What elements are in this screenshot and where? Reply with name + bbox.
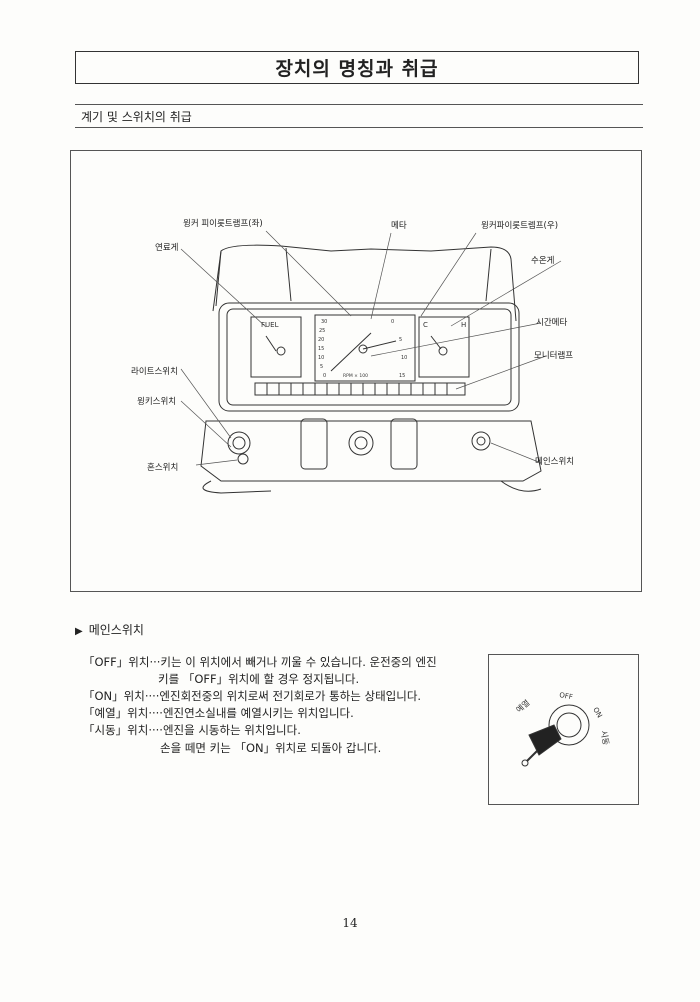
desc-line: 「ON」위치····엔진회전중의 위치로써 전기회로가 통하는 상태입니다. <box>83 689 422 703</box>
horn-button <box>237 453 249 465</box>
rpm-tick: 15 <box>399 373 405 379</box>
label-light-switch: 라이트스위치 <box>131 367 178 377</box>
key-label-start: 시동 <box>599 730 610 746</box>
dashboard-figure: FUEL C H 30 25 20 15 10 5 0 0 5 10 15 RP… <box>70 150 642 592</box>
label-horn-switch: 혼스위치 <box>147 463 179 473</box>
desc-line: 「시동」위치····엔진을 시동하는 위치입니다. <box>83 723 301 737</box>
cowl-outline <box>215 244 517 322</box>
meter-panel <box>218 302 520 412</box>
key-label-preheat: 예열 <box>514 697 532 714</box>
speed-tick: 20 <box>318 337 324 343</box>
label-left-winker-lamp: 윙커 피이롯트램프(좌) <box>183 219 263 229</box>
light-switch-knob <box>227 431 251 455</box>
rpm-tick: 5 <box>399 337 402 343</box>
rpm-unit: RPM × 100 <box>343 373 368 379</box>
triangle-bullet-icon: ▶ <box>75 626 83 637</box>
rpm-tick: 10 <box>401 355 407 361</box>
rpm-tick: 0 <box>391 319 394 325</box>
fuel-text: FUEL <box>261 321 279 329</box>
label-right-winker-lamp: 윙커파이롯트렘프(우) <box>481 221 559 231</box>
label-main-switch: 메인스위치 <box>535 457 575 467</box>
label-hour-meter: 시간메타 <box>536 318 568 328</box>
monitor-lamp-row <box>254 382 466 396</box>
section-title: 계기 및 스위치의 취급 <box>81 110 192 124</box>
speed-tick: 25 <box>319 328 325 334</box>
key-switch-svg: 예열 OFF ON 시동 <box>514 691 610 767</box>
subsection-header: ▶ 메인스위치 <box>75 621 144 638</box>
speed-tick: 0 <box>323 373 326 379</box>
desc-line: 「예열」위치····엔진연소실내를 예열시키는 위치입니다. <box>83 706 354 720</box>
label-fuel-gauge: 연료게 <box>155 243 179 253</box>
desc-line: 「OFF」위치···키는 이 위치에서 빼거나 끼울 수 있습니다. 운전중의 … <box>83 655 437 669</box>
page-title-box: 장치의 명칭과 취급 <box>75 51 639 84</box>
fuel-gauge <box>250 316 302 378</box>
subsection-title: 메인스위치 <box>88 623 144 637</box>
lower-dash <box>200 420 542 482</box>
main-switch-lock <box>471 431 491 451</box>
page-number: 14 <box>342 916 358 930</box>
section-header: 계기 및 스위치의 취급 <box>75 104 643 128</box>
key-switch-illustration: 예열 OFF ON 시동 <box>488 654 639 805</box>
temp-c-text: C <box>423 321 428 329</box>
dashboard-illustration: FUEL C H 30 25 20 15 10 5 0 0 5 10 15 RP… <box>180 230 562 494</box>
key-label-on: ON <box>591 706 603 719</box>
speed-tick: 15 <box>318 346 324 352</box>
desc-line: 키를 「OFF」위치에 할 경우 정지됩니다. <box>158 672 360 686</box>
page-title: 장치의 명칭과 취급 <box>275 58 439 80</box>
speed-tick: 5 <box>320 364 323 370</box>
speed-tick: 10 <box>318 355 324 361</box>
label-winker-switch: 윙키스위치 <box>137 397 177 407</box>
label-temp-gauge: 수온게 <box>531 256 555 266</box>
center-knob <box>348 430 374 456</box>
label-meter: 메타 <box>391 221 407 231</box>
rpm-gauge <box>314 314 416 382</box>
desc-line: 손을 떼면 키는 「ON」위치로 되돌아 갑니다. <box>160 741 382 755</box>
temp-h-text: H <box>461 321 466 329</box>
label-monitor-lamp: 모니터램프 <box>534 351 574 361</box>
key-label-off: OFF <box>559 691 574 701</box>
speed-tick: 30 <box>321 319 327 325</box>
